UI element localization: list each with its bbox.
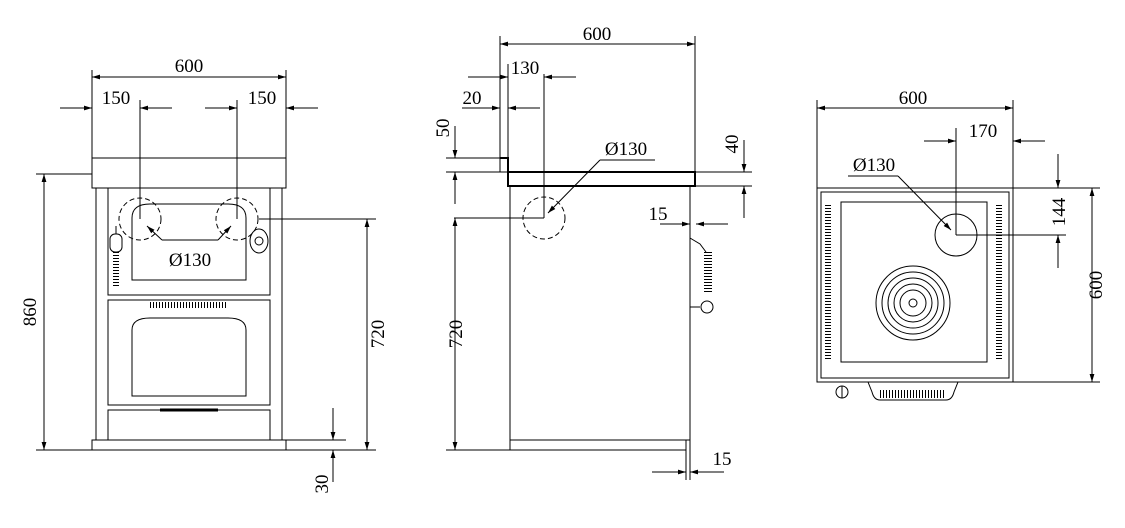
ash-drawer — [107, 409, 271, 441]
front-view: 600 150 150 Ø130 860 720 30 — [20, 56, 389, 494]
top-width-label: 600 — [899, 88, 928, 109]
top-knob — [835, 385, 849, 399]
front-base-label: 30 — [312, 475, 333, 494]
side-bottom-15-label: 15 — [713, 449, 732, 470]
top-offset-144-label: 144 — [1049, 197, 1070, 226]
firebox-window — [131, 203, 247, 281]
front-inner-height-label: 720 — [368, 320, 389, 349]
side-top-40-label: 40 — [722, 135, 743, 154]
front-diameter-label: Ø130 — [169, 250, 211, 271]
side-offset-130-label: 130 — [511, 58, 540, 79]
top-diameter-label: Ø130 — [853, 155, 895, 176]
top-offset-170-label: 170 — [969, 121, 998, 142]
side-height-label: 720 — [446, 320, 467, 349]
oven-door — [107, 299, 271, 406]
side-offset-20-label: 20 — [463, 88, 482, 109]
front-right-offset-label: 150 — [248, 88, 277, 109]
top-view: 600 170 Ø130 144 600 — [816, 88, 1107, 401]
cooktop-surface — [840, 201, 988, 363]
side-handle-15-label: 15 — [649, 204, 668, 225]
front-left-offset-label: 150 — [102, 88, 131, 109]
firebox-door — [107, 187, 271, 296]
right-door-latch — [249, 228, 269, 254]
hob-rings — [875, 265, 951, 341]
front-height-label: 860 — [20, 298, 41, 327]
left-door-handle — [109, 226, 123, 286]
side-diameter-label: Ø130 — [605, 139, 647, 160]
front-width-label: 600 — [175, 56, 204, 77]
side-depth-label: 600 — [583, 24, 612, 45]
oven-window — [131, 317, 247, 397]
top-handle — [867, 381, 959, 401]
side-handle — [689, 237, 714, 314]
side-top-50-label: 50 — [433, 119, 454, 138]
top-depth-label: 600 — [1086, 271, 1107, 300]
side-view: 600 130 20 50 720 40 Ø130 15 — [433, 24, 752, 480]
